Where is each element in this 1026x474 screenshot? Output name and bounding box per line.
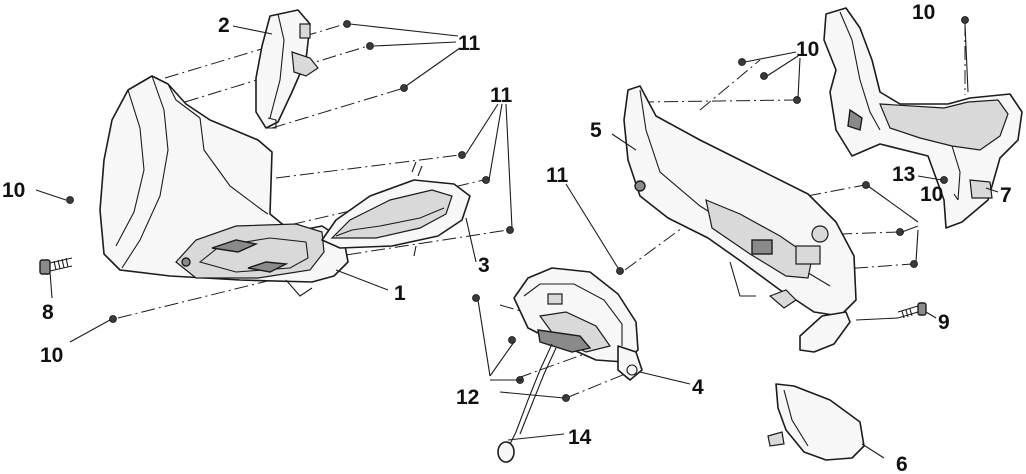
callout-6: 6: [896, 453, 908, 474]
callout-2: 2: [218, 14, 230, 37]
callout-3: 3: [478, 254, 490, 277]
callout-11: 11: [458, 32, 481, 55]
headlight-lens-part: [321, 161, 471, 257]
callout-11: 11: [490, 84, 513, 107]
leader-lines: [35, 23, 999, 459]
lower-cover-part: [767, 383, 865, 461]
long-bolt-part-8: [39, 257, 73, 275]
upper-panel-part: [255, 9, 319, 129]
long-bolt-part-9: [897, 302, 927, 319]
handlebar-rear-cover-part: [823, 7, 1023, 229]
bracket-part: [799, 311, 851, 353]
callout-11: 11: [546, 164, 569, 187]
callout-10: 10: [920, 183, 943, 206]
callout-9: 9: [938, 311, 950, 334]
handlebar-front-cover-part: [623, 85, 857, 317]
callout-10: 10: [40, 344, 63, 367]
speedometer-cable-part: [497, 343, 557, 463]
callout-14: 14: [568, 426, 592, 449]
callout-13: 13: [892, 163, 915, 186]
callout-10: 10: [2, 179, 25, 202]
callout-10: 10: [912, 1, 935, 24]
callout-1: 1: [394, 282, 406, 305]
screws: [66, 16, 969, 402]
front-fairing-part: [99, 75, 349, 297]
callout-12: 12: [456, 386, 479, 409]
callout-10: 10: [796, 38, 819, 61]
callout-8: 8: [42, 301, 54, 324]
speedometer-part: [513, 267, 643, 381]
callout-4: 4: [692, 376, 704, 399]
callout-5: 5: [590, 119, 602, 142]
callout-7: 7: [1000, 184, 1012, 207]
